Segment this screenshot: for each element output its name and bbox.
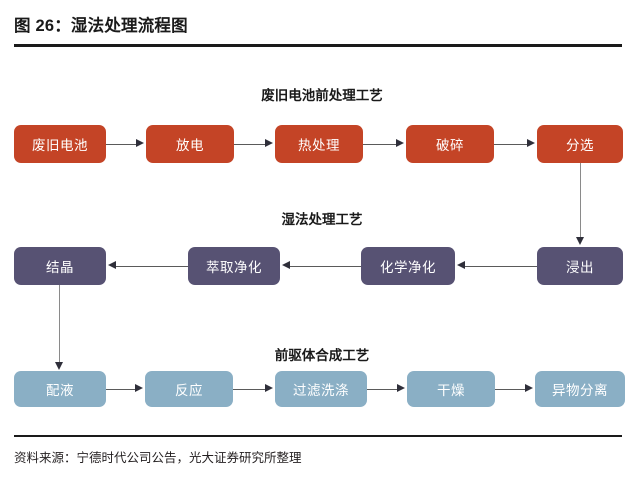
arrowhead-reaction-to-filter: [265, 384, 273, 392]
arrowhead-crushing-to-sorting: [527, 139, 535, 147]
arrowhead-crystallization-to-solution: [55, 362, 63, 370]
connector-discharge-to-heat: [234, 143, 266, 145]
section-header-hydrometallurgy: 湿法处理工艺: [281, 212, 363, 227]
footer-divider: [14, 435, 622, 437]
node-foreign-matter-separation[interactable]: 异物分离: [535, 371, 625, 407]
node-drying[interactable]: 干燥: [407, 371, 495, 407]
connector-sorting-to-leaching: [580, 163, 582, 238]
node-heat-treatment[interactable]: 热处理: [275, 125, 363, 163]
section-header-precursor-synthesis: 前驱体合成工艺: [274, 348, 370, 363]
connector-crystallization-to-solution: [59, 285, 61, 363]
node-filter-wash[interactable]: 过滤洗涤: [275, 371, 367, 407]
arrowhead-leaching-to-chemical: [457, 261, 465, 269]
title-divider: [14, 44, 622, 47]
figure-title: 图 26：湿法处理流程图: [14, 17, 188, 35]
node-discharge[interactable]: 放电: [146, 125, 234, 163]
section-header-pretreatment: 废旧电池前处理工艺: [261, 88, 383, 103]
node-crushing[interactable]: 破碎: [406, 125, 494, 163]
connector-battery-to-discharge: [106, 143, 137, 145]
arrowhead-battery-to-discharge: [136, 139, 144, 147]
connector-solution-to-reaction: [106, 388, 136, 390]
node-solution-preparation[interactable]: 配液: [14, 371, 106, 407]
connector-drying-to-separation: [495, 388, 526, 390]
arrowhead-filter-to-drying: [397, 384, 405, 392]
connector-heat-to-crushing: [363, 143, 397, 145]
arrowhead-discharge-to-heat: [265, 139, 273, 147]
node-crystallization[interactable]: 结晶: [14, 247, 106, 285]
node-reaction[interactable]: 反应: [145, 371, 233, 407]
node-waste-battery[interactable]: 废旧电池: [14, 125, 106, 163]
connector-leaching-to-chemical: [465, 265, 537, 267]
node-extraction-purification[interactable]: 萃取净化: [188, 247, 280, 285]
arrowhead-extraction-to-crystallization: [108, 261, 116, 269]
connector-extraction-to-crystallization: [116, 265, 188, 267]
node-leaching[interactable]: 浸出: [537, 247, 623, 285]
arrowhead-solution-to-reaction: [135, 384, 143, 392]
connector-reaction-to-filter: [233, 388, 266, 390]
arrowhead-chemical-to-extraction: [282, 261, 290, 269]
figure-source: 资料来源：宁德时代公司公告，光大证券研究所整理: [14, 451, 302, 465]
arrowhead-drying-to-separation: [525, 384, 533, 392]
node-chemical-purification[interactable]: 化学净化: [361, 247, 455, 285]
arrowhead-sorting-to-leaching: [576, 237, 584, 245]
node-sorting[interactable]: 分选: [537, 125, 623, 163]
connector-crushing-to-sorting: [494, 143, 528, 145]
arrowhead-heat-to-crushing: [396, 139, 404, 147]
connector-filter-to-drying: [367, 388, 398, 390]
connector-chemical-to-extraction: [290, 265, 361, 267]
